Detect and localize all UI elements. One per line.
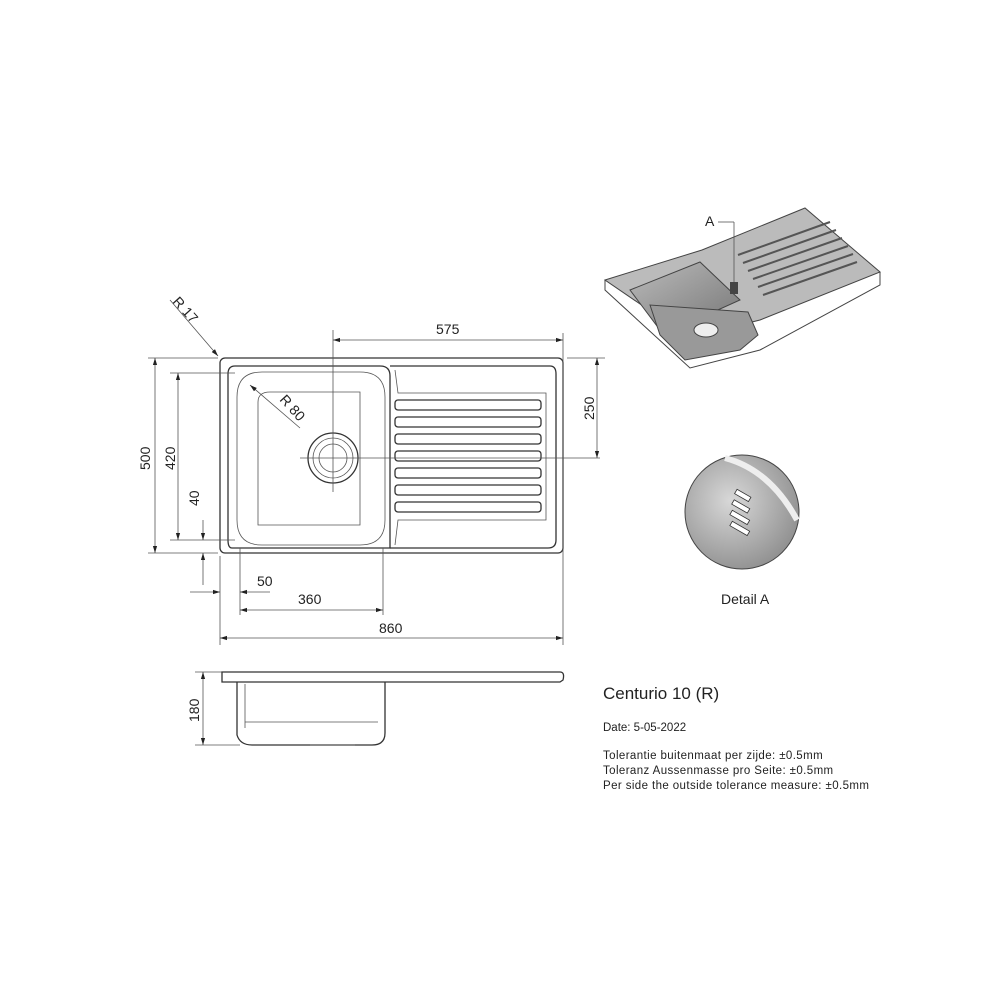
tolerance-english: Per side the outside tolerance measure: … bbox=[603, 780, 870, 792]
drawing-date: Date: 5-05-2022 bbox=[603, 722, 687, 734]
dimension-labels: R 17 R 80 575 250 500 420 40 50 360 860 … bbox=[137, 293, 597, 722]
dim-50: 50 bbox=[257, 573, 273, 589]
dim-500: 500 bbox=[137, 446, 153, 470]
dim-40: 40 bbox=[186, 490, 202, 506]
dim-575: 575 bbox=[436, 321, 460, 337]
dimension-lines bbox=[148, 299, 605, 746]
dim-860: 860 bbox=[379, 620, 403, 636]
product-title: Centurio 10 (R) bbox=[603, 684, 720, 703]
drainer-grooves bbox=[394, 399, 542, 513]
dim-bowl-radius: R 80 bbox=[277, 391, 309, 424]
sink-top-view bbox=[219, 330, 600, 554]
dim-420: 420 bbox=[162, 446, 178, 470]
sink-3d-view: A bbox=[603, 207, 881, 369]
dim-250: 250 bbox=[581, 396, 597, 420]
tolerance-german: Toleranz Aussenmasse pro Seite: ±0.5mm bbox=[603, 765, 834, 777]
detail-caption: Detail A bbox=[721, 591, 770, 607]
dim-180: 180 bbox=[186, 698, 202, 722]
tolerance-dutch: Tolerantie buitenmaat per zijde: ±0.5mm bbox=[603, 750, 824, 762]
detail-a-view: Detail A bbox=[684, 454, 800, 607]
detail-marker-label: A bbox=[705, 213, 715, 229]
sink-side-view bbox=[221, 671, 565, 746]
dim-corner-radius: R 17 bbox=[170, 293, 202, 326]
dim-360: 360 bbox=[298, 591, 322, 607]
